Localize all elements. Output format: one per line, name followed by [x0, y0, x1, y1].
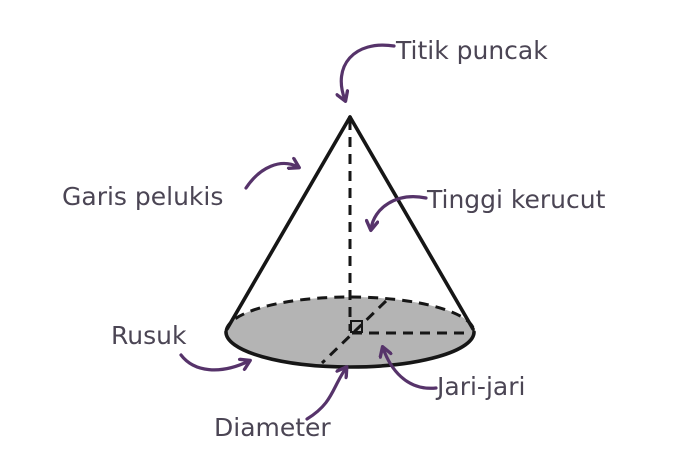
diameter-arrow	[305, 368, 346, 421]
label-diameter: Diameter	[214, 413, 331, 442]
rusuk-arrow	[179, 353, 249, 372]
label-garis-pelukis: Garis pelukis	[62, 182, 224, 211]
titik-puncak-arrow	[341, 43, 396, 100]
garis-pelukis-arrow	[244, 164, 298, 190]
diameter-line	[320, 299, 388, 365]
cone-right-slant-line	[348, 115, 475, 331]
base-back-arc	[224, 295, 476, 333]
tinggi-kerucut-arrow	[371, 195, 428, 229]
jari-jari-arrow	[383, 348, 438, 390]
label-tinggi-kerucut: Tinggi kerucut	[427, 185, 606, 214]
base-front-arc	[224, 330, 476, 369]
cone-left-slant-line	[225, 115, 352, 331]
label-rusuk: Rusuk	[111, 321, 187, 350]
label-titik-puncak: Titik puncak	[396, 36, 548, 65]
right-angle-marker	[350, 320, 363, 333]
label-jari-jari: Jari-jari	[437, 372, 526, 401]
